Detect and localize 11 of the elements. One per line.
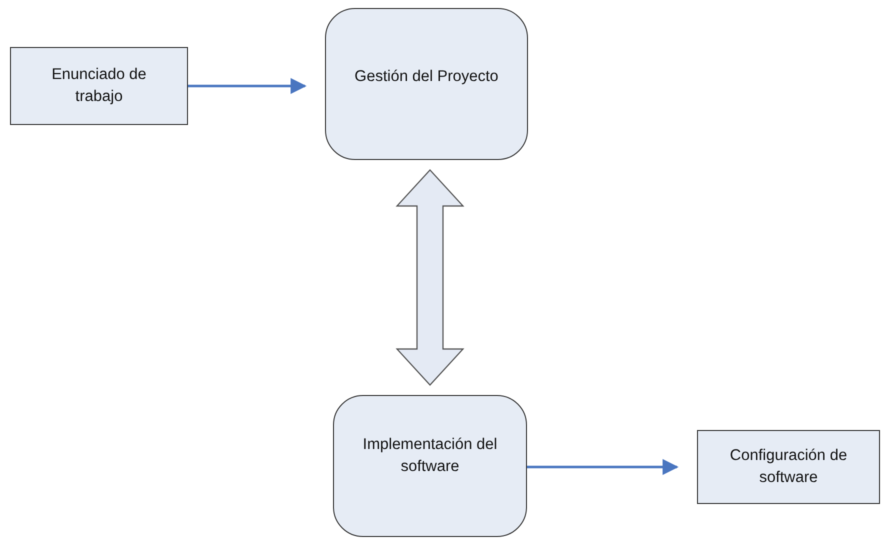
node-label: Configuración de software [728,446,848,488]
double-block-arrow [396,169,464,386]
process-box [10,47,188,125]
node-label: Gestión del Proyecto [354,66,498,87]
rounded-process-box [325,8,528,160]
arrow [527,459,679,475]
arrow [188,78,307,94]
process-box [697,430,880,504]
rounded-process-box [333,395,527,537]
node-label: Implementación del software [362,435,498,477]
node-label: Enunciado de trabajo [50,65,148,107]
